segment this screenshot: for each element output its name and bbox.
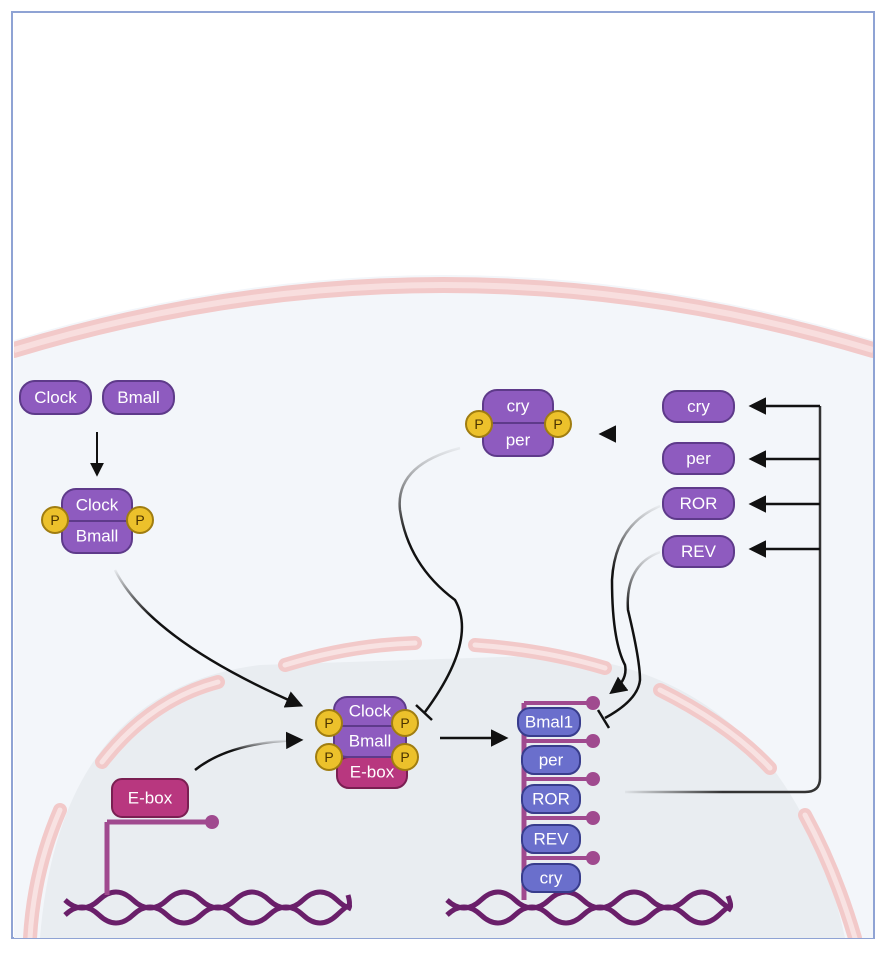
gene-ror: ROR [521, 784, 581, 814]
svg-text:Bmal1: Bmal1 [525, 713, 573, 732]
target-genes: Bmal1 per ROR REV cry [517, 696, 600, 900]
clock-label: Clock [34, 388, 77, 407]
svg-text:P: P [135, 512, 144, 528]
bmall-protein: Bmall [102, 380, 175, 415]
svg-text:P: P [400, 749, 409, 765]
arrow-ror-bmal1 [609, 504, 661, 695]
phospho-clock-bmall-complex: Clock Bmall P P [41, 488, 154, 554]
svg-text:P: P [50, 512, 59, 528]
inhibition-cry-per [398, 446, 464, 713]
svg-text:cry: cry [540, 869, 563, 888]
inhibition-rev-bmal1 [604, 550, 661, 720]
bmall-label: Bmall [117, 388, 160, 407]
cry-protein: cry [662, 390, 735, 423]
phospho-cry-per-complex: cry per P P [465, 389, 572, 457]
ror-protein: ROR [662, 487, 735, 520]
clock-protein: Clock [19, 380, 92, 415]
svg-text:ROR: ROR [680, 494, 718, 513]
complex-clock-label: Clock [76, 496, 119, 515]
svg-text:P: P [324, 749, 333, 765]
gene-rev: REV [521, 824, 581, 854]
complex-bmall-label: Bmall [76, 527, 119, 546]
phosphate-icon [41, 506, 69, 534]
phosphate-icon [126, 506, 154, 534]
gene-per: per [521, 745, 581, 775]
phosphate-icon [465, 410, 493, 438]
complex-per-label: per [506, 431, 531, 450]
svg-text:per: per [686, 449, 711, 468]
phosphate-icon [391, 709, 419, 737]
ebox-promoter-label: E-box [128, 789, 173, 808]
nuc-ebox-label: E-box [350, 763, 395, 782]
ebox-promoter: E-box [104, 778, 219, 895]
svg-text:REV: REV [534, 830, 570, 849]
phosphate-icon [391, 743, 419, 771]
arrow-ebox-complex [194, 731, 304, 771]
dna-helix-right [445, 889, 733, 926]
gene-cry: cry [521, 863, 581, 893]
svg-text:cry: cry [687, 397, 710, 416]
svg-text:REV: REV [681, 542, 717, 561]
svg-text:ROR: ROR [532, 790, 570, 809]
nuc-clock-label: Clock [349, 702, 392, 721]
svg-text:P: P [324, 715, 333, 731]
nucleus [40, 655, 845, 938]
feedback-line [625, 406, 822, 794]
phosphate-icon [544, 410, 572, 438]
per-protein: per [662, 442, 735, 475]
svg-text:P: P [400, 715, 409, 731]
svg-text:P: P [553, 416, 562, 432]
rev-protein: REV [662, 535, 735, 568]
nuc-bmall-label: Bmall [349, 732, 392, 751]
complex-cry-label: cry [507, 397, 530, 416]
dna-helix-left [63, 889, 353, 926]
svg-text:P: P [474, 416, 483, 432]
nuclear-clock-bmall-ebox-complex: E-box Clock Bmall P P P P [315, 696, 419, 789]
phosphate-icon [315, 709, 343, 737]
gene-bmal1: Bmal1 [517, 707, 581, 737]
arrow-to-nucleus [113, 569, 304, 708]
phosphate-icon [315, 743, 343, 771]
svg-text:per: per [539, 751, 564, 770]
